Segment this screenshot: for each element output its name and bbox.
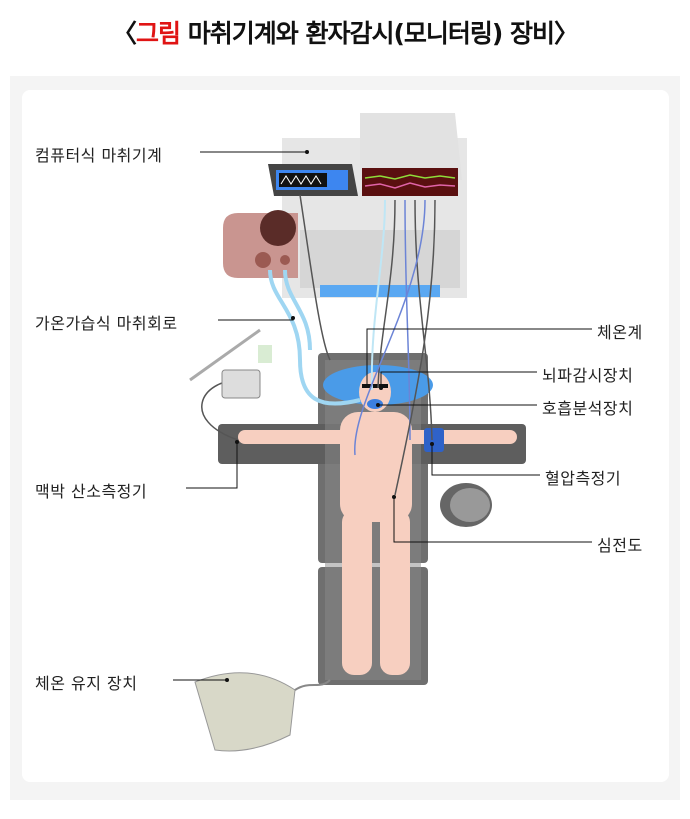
bucket [440, 483, 492, 527]
label-eeg-monitor: 뇌파감시장치 [542, 366, 634, 385]
warming-device [194, 672, 331, 752]
leader-lines [173, 151, 592, 681]
title-bracket: 〈 [112, 19, 137, 48]
mask [367, 399, 383, 409]
label-warming-device: 체온 유지 장치 [35, 674, 138, 693]
title-text: 마취기계와 환자감시(모니터링) 장비〉 [180, 19, 579, 48]
label-ecg: 심전도 [597, 536, 643, 555]
label-pulse-oximeter: 맥박 산소측정기 [35, 482, 148, 501]
figure-title: 〈그림 마취기계와 환자감시(모니터링) 장비〉 [0, 14, 690, 50]
eeg-band [362, 384, 388, 388]
label-anesthesia-machine: 컴퓨터식 마취기계 [35, 146, 163, 165]
bp-cuff [424, 428, 444, 452]
label-gas-analyzer: 호흡분석장치 [542, 399, 634, 418]
label-thermometer: 체온계 [597, 323, 643, 342]
anesthesia-machine [223, 113, 467, 298]
title-highlight: 그림 [136, 19, 181, 48]
pulse-oximeter-device [189, 328, 272, 399]
label-heated-circuit: 가온가습식 마취회로 [35, 314, 178, 333]
label-bp-monitor: 혈압측정기 [545, 469, 622, 488]
